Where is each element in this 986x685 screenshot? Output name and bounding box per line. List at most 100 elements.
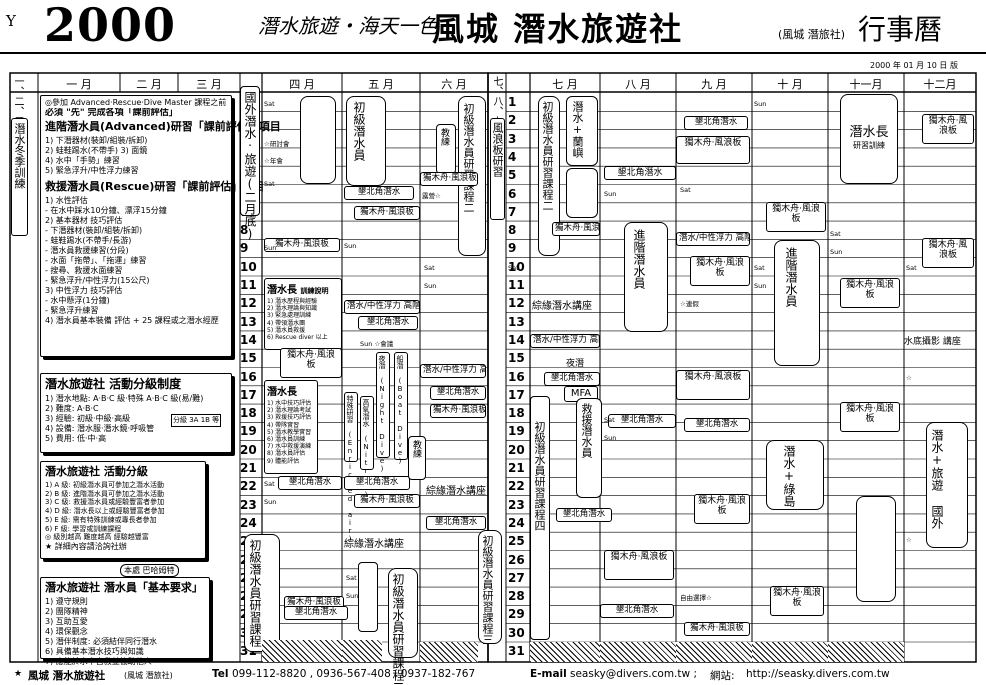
- event-divemaster2-title: 潛水長: [267, 387, 297, 398]
- event-coach-label: 教練: [439, 128, 449, 146]
- header-brand: 風城 潛水旅遊社: [432, 10, 684, 48]
- list-line: 3) 緊急處理訓練: [267, 312, 312, 320]
- list-line: 1) 遵守規則: [45, 596, 88, 606]
- day-number: 30: [508, 625, 525, 640]
- day-number: 14: [508, 332, 525, 347]
- grading-side-note: 分級 3A 1B 等: [171, 414, 222, 427]
- event-night-dive: 夜潛: [566, 359, 585, 369]
- event-kenting: 墾北角潛水: [278, 476, 342, 490]
- event-windsurf: 獨木舟‧風浪板: [280, 348, 342, 378]
- issue-date: 2000 年 01 月 10 日 版: [870, 61, 958, 70]
- note-line: 必須 "先" 完成各項「課前評估」: [45, 108, 178, 118]
- list-line: 5) 費用: 低‧中‧高: [45, 434, 107, 443]
- event-kenting: 墾北角潛水: [556, 508, 612, 522]
- list-line: 4) 環保觀念: [45, 626, 88, 636]
- list-line: - 蛙鞋踢水(不帶手/長游): [45, 235, 132, 245]
- event-kenting: 墾北角潛水: [344, 186, 414, 200]
- event-basic-course-jul: 初級潛水員研習課程二: [538, 96, 560, 256]
- list-line: 5) 潛水員救援: [267, 326, 306, 334]
- event-basic-course-1-label: 初級潛水員研習課程一: [248, 539, 262, 659]
- footer-tel-label: Tel: [212, 668, 229, 680]
- tag-sat: Sat: [264, 480, 275, 488]
- side-label-q1-box: 潛水冬季訓練: [11, 118, 28, 236]
- list-line: 3) 經驗: 初級‧中級‧高級: [45, 414, 131, 423]
- footer-web-link[interactable]: http://seasky.divers.com.tw: [746, 668, 890, 680]
- event-lanyu-label: 潛水+蘭嶼: [571, 101, 584, 158]
- tag-sat: Sat: [264, 180, 275, 188]
- event-neutral-buoyancy: 潛水/中性浮力 高階 潛水: [420, 364, 486, 378]
- tag-sat: Sat: [604, 416, 615, 424]
- event-kenting: 墾北角潛水: [604, 166, 676, 181]
- header-prefix: Y: [6, 12, 16, 30]
- requirements-title: 潛水旅遊社 潛水員「基本要求」: [45, 581, 203, 594]
- day-number: 17: [240, 387, 257, 402]
- list-line: - 緊急浮升/中性浮力(15公尺): [45, 275, 150, 285]
- list-line: 9) 體能評估: [267, 457, 300, 465]
- day-number: 22: [508, 479, 525, 494]
- event-seminar-jun: 綜緣潛水講座: [426, 486, 486, 497]
- event-divemaster-nov: 潛水長 研習訓練: [840, 94, 898, 184]
- list-line: 4) 帶領潛水團: [267, 319, 306, 327]
- grading-list: 1) 潛水地點: A‧B‧C 級‧特殊 A‧B‧C 級(易/難)2) 難度: A…: [45, 394, 227, 444]
- list-line: 4) 潛水員基本裝備 評估 + 25 課程或之潛水經歷: [45, 315, 219, 325]
- event-windsurf: 獨木舟‧風浪板: [676, 370, 750, 400]
- event-photo-seminar: 水底攝影 講座: [904, 337, 961, 347]
- list-line: - 水面「拖帶」、「拖運」練習: [45, 255, 147, 265]
- day-number: 17: [508, 387, 525, 402]
- list-line: 1) 潛水歷程與經驗: [267, 298, 318, 305]
- event-windsurf: 獨木舟‧風浪板: [420, 172, 478, 186]
- event-special-d-label: 船潛 (Boat Dive): [396, 355, 404, 465]
- event-kenting: 墾北角潛水: [358, 316, 418, 330]
- footer: ★ 風城 潛水旅遊社 (風城 潛旅社) Tel 099-112-8820 , 0…: [0, 667, 986, 685]
- day-number: 2: [508, 113, 517, 128]
- day-number: 3: [508, 131, 517, 146]
- tag-sat: Sat: [906, 264, 917, 272]
- event-basic-course-jul-label: 初級潛水員研習課程二: [541, 101, 554, 211]
- event-abroad-feb: 國外潛水‧旅遊(二月底): [240, 86, 260, 241]
- side-label-q3-desc: 風浪板研習: [491, 122, 504, 177]
- pre-course-notes: ◎參加 Advanced‧Rescue‧Dive Master 課程之前, 必須…: [40, 95, 281, 357]
- event-kenting: 墾北角潛水: [684, 116, 748, 130]
- list-line: 3) 中性浮力 技巧評估: [45, 285, 123, 295]
- event-coach: 教練: [436, 124, 456, 174]
- event-divemaster-nov-title: 潛水長: [849, 125, 889, 140]
- header-slogan: 潛水旅遊‧海天一色: [258, 14, 438, 38]
- day-number: 8: [508, 223, 517, 238]
- day-number: 20: [240, 442, 257, 457]
- note-line: 2) 蛙鞋踢水(不帶手) 3) 面鏡: [45, 146, 148, 155]
- tag-sat: Sat: [754, 264, 765, 272]
- day-number: 16: [240, 369, 257, 384]
- footer-email-link[interactable]: seasky@divers.com.tw ;: [570, 668, 697, 680]
- list-line: 3) 救援技巧評估: [267, 414, 312, 422]
- event-seminar-jul: 綜緣潛水講座: [532, 301, 592, 312]
- month-header: 六 月: [441, 78, 467, 91]
- tag-sat: Sat: [264, 100, 275, 108]
- day-number: 29: [508, 607, 525, 622]
- event-adv-course-aug-label: 進階潛水員: [632, 229, 646, 289]
- event-neutral-buoyancy: 潛水/中性浮力 高階: [344, 300, 420, 314]
- event-rescue-label: 救援潛水員: [580, 403, 593, 458]
- day-number: 7: [508, 204, 517, 219]
- tag-sun: Sun: [604, 190, 617, 198]
- note-line: 4) 水中「手勢」練習: [45, 156, 120, 165]
- day-number: 25: [508, 534, 525, 549]
- side-label-q3-box: 風浪板研習: [490, 118, 505, 220]
- event-windsurf: 獨木舟‧風浪板: [766, 202, 826, 232]
- event-kenting: 墾北角潛水: [684, 418, 750, 432]
- list-line: 5) E 級: 需有特殊訓練或專長者參加: [45, 515, 157, 524]
- list-line: 2) 基本器材 技巧評估: [45, 215, 123, 225]
- event-seminar-may: 綜緣潛水講座: [344, 539, 404, 550]
- event-abroad-feb-label: 國外潛水‧旅遊(二月底): [243, 91, 257, 241]
- list-line: - 下潛器材(裝卸/組裝/拆卸): [45, 225, 143, 235]
- event-basic-course-jun-label: 初級潛水員研習課程二: [462, 103, 475, 213]
- footer-tel: 099-112-8820 , 0936-567-408 , 0937-182-7…: [232, 668, 476, 680]
- event-windsurf: 獨木舟‧風浪板: [676, 136, 750, 164]
- event-basic-course-2-label: 初級潛水員研習課程二: [391, 573, 405, 685]
- tag-sat: Sat: [830, 230, 841, 238]
- day-number: 8: [240, 223, 249, 238]
- list-line: 4) D 級: 潛水長以上或經驗豐富者參加: [45, 507, 165, 515]
- event-windsurf: 獨木舟‧風浪板: [430, 404, 486, 418]
- event-special-c-label: 夜潛 (Night Dive): [378, 355, 386, 473]
- tag-sat: Sat: [346, 574, 357, 582]
